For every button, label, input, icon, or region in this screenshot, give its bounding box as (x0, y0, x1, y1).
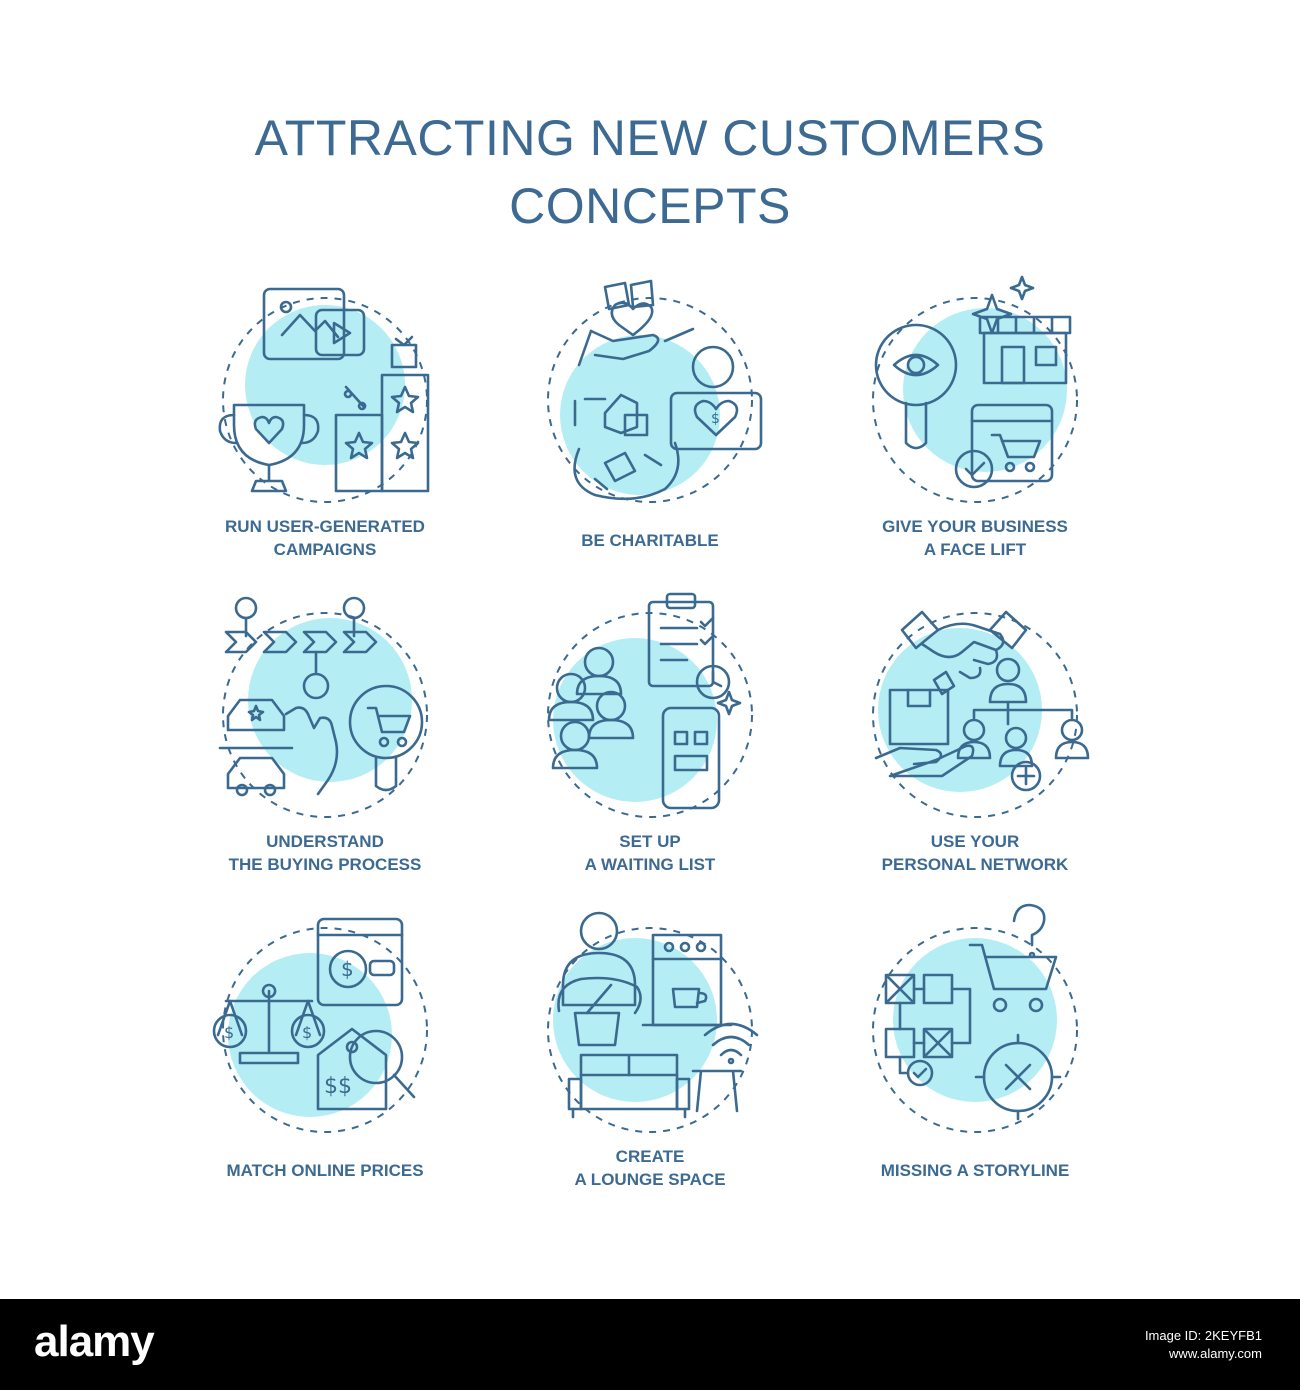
concept-label-line1: USE YOUR (930, 832, 1020, 851)
svg-text:$$: $$ (324, 1074, 352, 1099)
concept-card-lounge-space: CREATE A LOUNGE SPACE (525, 905, 825, 1205)
image-id-label: Image ID: 2KEYFB1 (1144, 1328, 1262, 1343)
concept-label-line2: A WAITING LIST (584, 855, 716, 874)
storyline-flow-question-icon (872, 903, 1078, 1133)
waiting-list-clipboard-icon (547, 592, 753, 818)
concept-label-line1: GIVE YOUR BUSINESS (882, 517, 1068, 536)
handshake-network-icon (872, 610, 1090, 818)
concept-card-storyline: MISSING A STORYLINE (850, 903, 1150, 1205)
charity-donation-icon: $ (547, 279, 763, 503)
concept-card-match-prices: $ $ $ $$ MATCH ONLINE PRICES (200, 905, 500, 1205)
concept-card-buying-process: UNDERSTAND THE BUYING PROCESS (200, 590, 500, 890)
concept-card-waiting-list: SET UP A WAITING LIST (525, 590, 825, 890)
concept-label-line1: RUN USER-GENERATED (225, 517, 425, 536)
concept-card-personal-network: USE YOUR PERSONAL NETWORK (850, 590, 1150, 890)
concept-label-line2: A LOUNGE SPACE (574, 1170, 726, 1189)
site-url: www.alamy.com (1169, 1346, 1262, 1361)
concept-label-line1: UNDERSTAND (266, 832, 384, 851)
footer-bar: alamy Image ID: 2KEYFB1 www.alamy.com (0, 1299, 1300, 1390)
concept-label-line1: CREATE (615, 1147, 685, 1166)
buying-process-flow-icon (218, 596, 428, 818)
concept-label-line1: SET UP (619, 832, 681, 851)
svg-text:$: $ (302, 1023, 312, 1042)
concept-card-charitable: $ BE CHARITABLE (525, 275, 825, 575)
concept-label-line2: CAMPAIGNS (273, 540, 377, 559)
concept-label-line1: BE CHARITABLE (581, 531, 719, 550)
campaign-media-trophy-icon (218, 287, 430, 503)
concept-label-line2: PERSONAL NETWORK (881, 855, 1069, 874)
concept-label-line1: MATCH ONLINE PRICES (226, 1161, 424, 1180)
concept-label-line2: A FACE LIFT (923, 540, 1027, 559)
svg-text:$: $ (224, 1023, 234, 1042)
lounge-coffee-sofa-icon (547, 911, 759, 1133)
price-scale-icon: $ $ $ $$ (212, 917, 428, 1133)
concept-card-user-generated: RUN USER-GENERATED CAMPAIGNS (200, 275, 500, 575)
svg-text:$: $ (711, 411, 720, 427)
concept-label-line1: MISSING A STORYLINE (880, 1161, 1070, 1180)
storefront-magnifier-icon (872, 275, 1078, 503)
page-title-line1: ATTRACTING NEW CUSTOMERS (254, 110, 1046, 166)
svg-text:$: $ (341, 957, 354, 981)
footer-meta: Image ID: 2KEYFB1 www.alamy.com (1145, 1327, 1262, 1363)
concept-card-face-lift: GIVE YOUR BUSINESS A FACE LIFT (850, 275, 1150, 575)
concept-label-line2: THE BUYING PROCESS (228, 855, 422, 874)
page-title-line2: CONCEPTS (509, 178, 791, 234)
alamy-logo: alamy (34, 1317, 155, 1366)
